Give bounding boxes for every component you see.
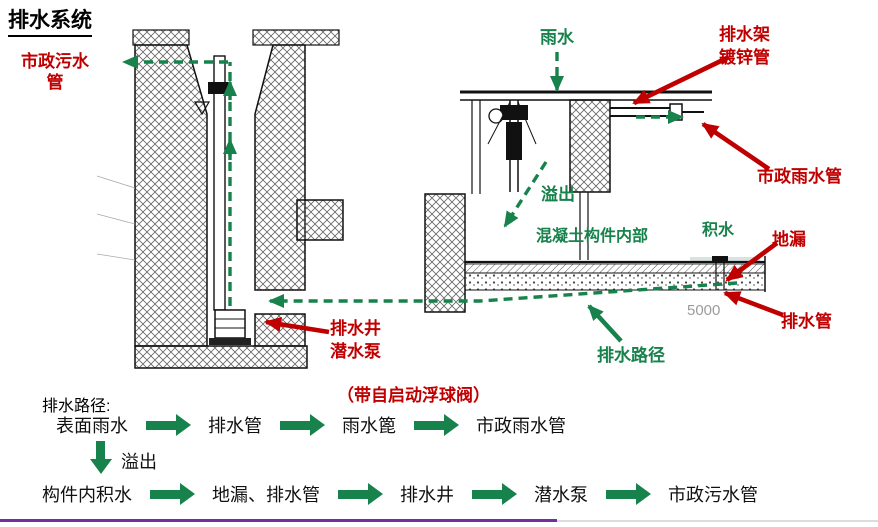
- overflow-water-flow-row: 构件内积水 地漏、排水管 排水井 潜水泵 市政污水管: [42, 481, 758, 507]
- label-rainwater: 雨水: [540, 28, 574, 47]
- bottom-accent-bar: [0, 519, 557, 522]
- flow-right-arrow-icon: [414, 420, 444, 430]
- label-overflow: 溢出: [541, 185, 575, 204]
- flow-step-municipal-sewage-pipe: 市政污水管: [668, 485, 758, 505]
- label-drain-well: 排水井: [330, 319, 381, 338]
- flow-right-arrow-icon: [150, 489, 180, 499]
- dimension-5000: 5000: [687, 302, 721, 319]
- label-municipal-rain-pipe: 市政雨水管: [757, 167, 842, 186]
- bottom-accent-bar-light: [557, 520, 878, 522]
- label-municipal-sewage-pipe: 市政污水管: [21, 52, 89, 93]
- red-callout-arrows: [264, 54, 784, 335]
- flow-step-drain-pipe: 排水管: [208, 416, 262, 436]
- label-drain-path: 排水路径: [597, 346, 665, 365]
- leader-lines: [96, 175, 136, 261]
- flow-right-arrow-icon: [146, 420, 176, 430]
- label-drain-pipe: 排水管: [781, 312, 832, 331]
- flow-step-drain-well: 排水井: [400, 485, 454, 505]
- ground-hatch: [132, 29, 340, 46]
- label-ponding: 积水: [702, 222, 735, 239]
- label-floor-drain: 地漏: [772, 230, 806, 249]
- label-galvanized-pipe: 镀锌管: [719, 48, 770, 67]
- label-drain-rack: 排水架: [719, 25, 770, 44]
- brick-wall: [424, 193, 466, 313]
- roof-drain-assembly: [487, 99, 611, 260]
- page-title: 排水系统: [8, 4, 92, 37]
- label-float-valve-note: （带自启动浮球阀）: [337, 386, 490, 405]
- label-inside-concrete: 混凝土构件内部: [536, 228, 649, 245]
- flow-right-arrow-icon: [606, 489, 636, 499]
- flowchart-heading: 排水路径:: [42, 398, 111, 415]
- flow-right-arrow-icon: [338, 489, 368, 499]
- flow-step-municipal-rain-pipe: 市政雨水管: [476, 416, 566, 436]
- flow-step-floor-drain-pipe: 地漏、排水管: [212, 485, 320, 505]
- overflow-down-arrow-icon: [96, 441, 105, 459]
- flow-step-surface-rain: 表面雨水: [56, 416, 128, 436]
- flow-right-arrow-icon: [280, 420, 310, 430]
- sump-pump-symbol: [209, 309, 251, 345]
- drain-path-pointer-arrow: [587, 304, 623, 343]
- drain-path-dashed-lines: [122, 52, 738, 308]
- surface-water-flow-row: 表面雨水 排水管 雨水篦 市政雨水管: [56, 412, 566, 438]
- overflow-branch-label: 溢出: [121, 452, 157, 472]
- flow-step-submersible-pump: 潜水泵: [534, 485, 588, 505]
- flow-step-component-ponding: 构件内积水: [42, 485, 132, 505]
- flow-step-rain-grate: 雨水篦: [342, 416, 396, 436]
- flow-right-arrow-icon: [472, 489, 502, 499]
- label-submersible-pump: 潜水泵: [330, 342, 381, 361]
